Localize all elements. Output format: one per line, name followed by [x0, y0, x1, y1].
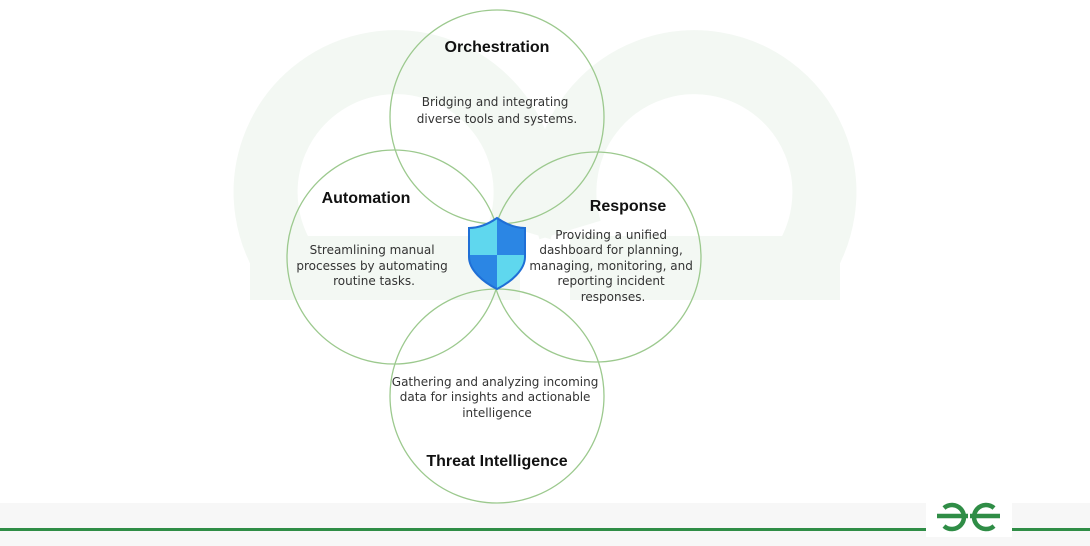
orchestration-description-line: Bridging and integrating [422, 95, 569, 109]
geeksforgeeks-logo-icon [937, 502, 1000, 532]
threat-intelligence-title: Threat Intelligence [426, 453, 567, 470]
response-description-line: dashboard for planning, [539, 243, 683, 257]
response-title: Response [590, 198, 667, 215]
orchestration-description-line: diverse tools and systems. [417, 112, 577, 126]
footer-line-right [1012, 528, 1090, 531]
footer-band [0, 503, 1090, 546]
threat-intelligence-description-line: Gathering and analyzing incoming [392, 375, 599, 389]
footer-line-left [0, 528, 926, 531]
orchestration-title: Orchestration [445, 39, 550, 56]
orchestration-description: Bridging and integrating diverse tools a… [417, 95, 577, 126]
automation-title: Automation [322, 190, 411, 207]
response-description-line: responses. [581, 290, 646, 304]
threat-intelligence-description: Gathering and analyzing incoming data fo… [392, 375, 602, 420]
automation-description-line: processes by automating [296, 259, 447, 273]
response-description: Providing a unified dashboard for planni… [529, 228, 696, 304]
automation-description: Streamlining manual processes by automat… [296, 243, 451, 288]
threat-intelligence-description-line: data for insights and actionable [400, 390, 591, 404]
automation-description-line: routine tasks. [333, 274, 415, 288]
response-description-line: Providing a unified [555, 228, 667, 242]
threat-intelligence-description-line: intelligence [462, 406, 532, 420]
watermark-logo-icon [233, 30, 857, 300]
automation-description-line: Streamlining manual [310, 243, 435, 257]
response-description-line: reporting incident [557, 274, 664, 288]
response-description-line: managing, monitoring, and [529, 259, 693, 273]
